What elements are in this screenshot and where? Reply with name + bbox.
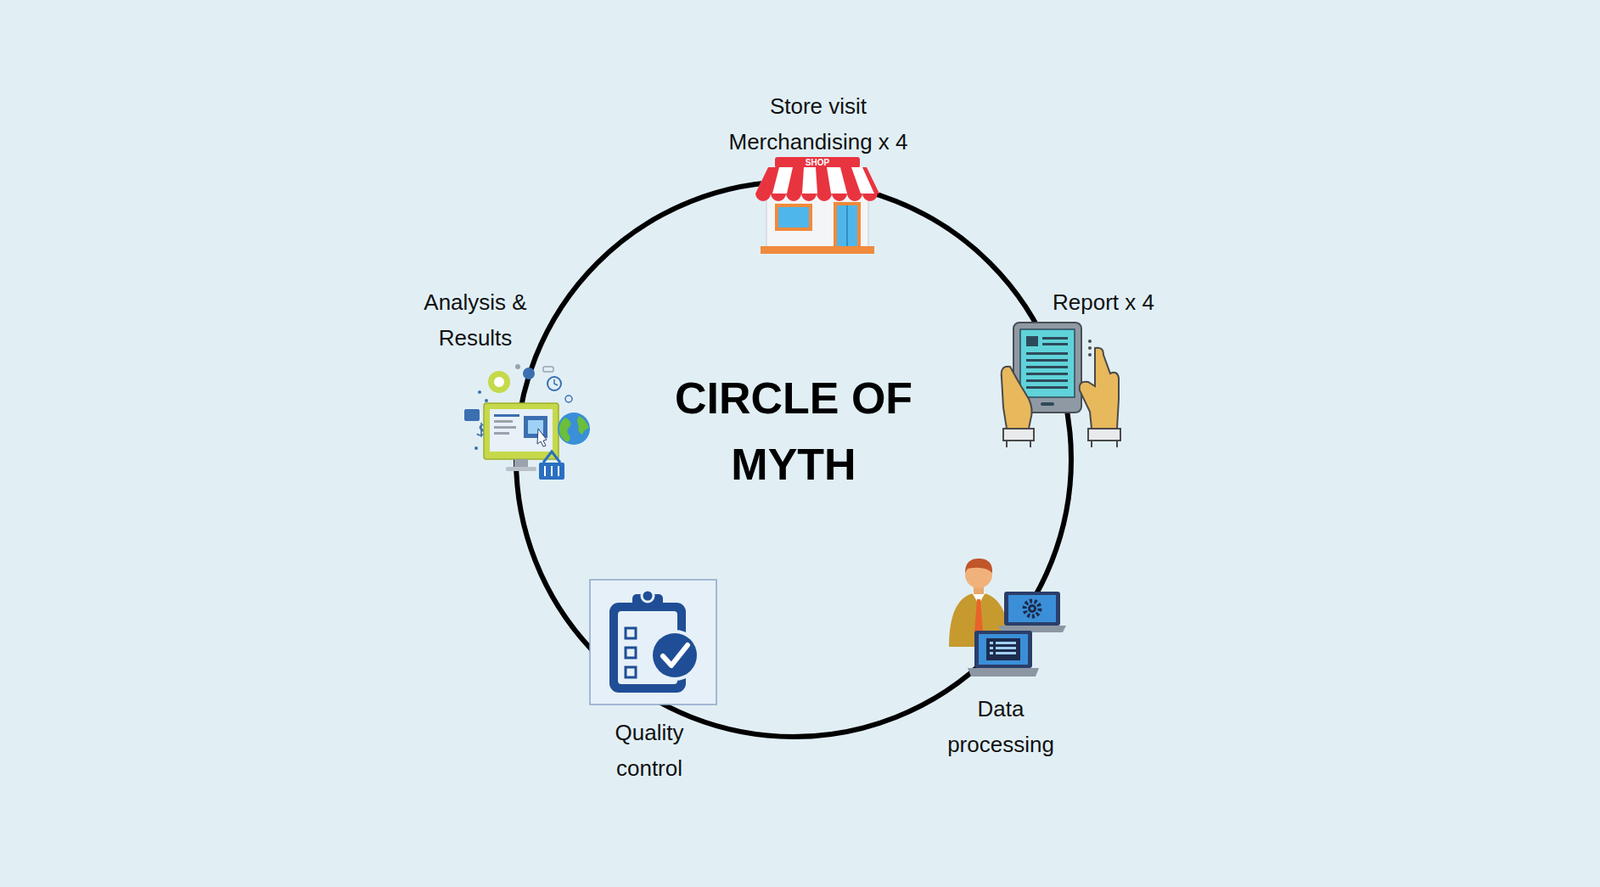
step-label: Data processing bbox=[937, 690, 1065, 763]
step-label: Store visit Merchandising x 4 bbox=[712, 88, 925, 160]
data-processing-icon bbox=[948, 558, 1067, 677]
shop-sign: SHOP bbox=[805, 157, 830, 169]
quality-control-icon bbox=[589, 579, 717, 705]
shop-icon bbox=[755, 157, 880, 254]
cycle-circle: CIRCLE OF MYTH bbox=[510, 176, 1077, 742]
step-label: Report x 4 bbox=[1052, 284, 1155, 320]
step-label: Analysis & Results bbox=[411, 284, 539, 356]
tablet-icon bbox=[1001, 322, 1121, 448]
circle-stroke bbox=[516, 181, 1072, 737]
step-label: Quality control bbox=[598, 714, 701, 786]
circle-title: CIRCLE OF MYTH bbox=[649, 364, 938, 498]
